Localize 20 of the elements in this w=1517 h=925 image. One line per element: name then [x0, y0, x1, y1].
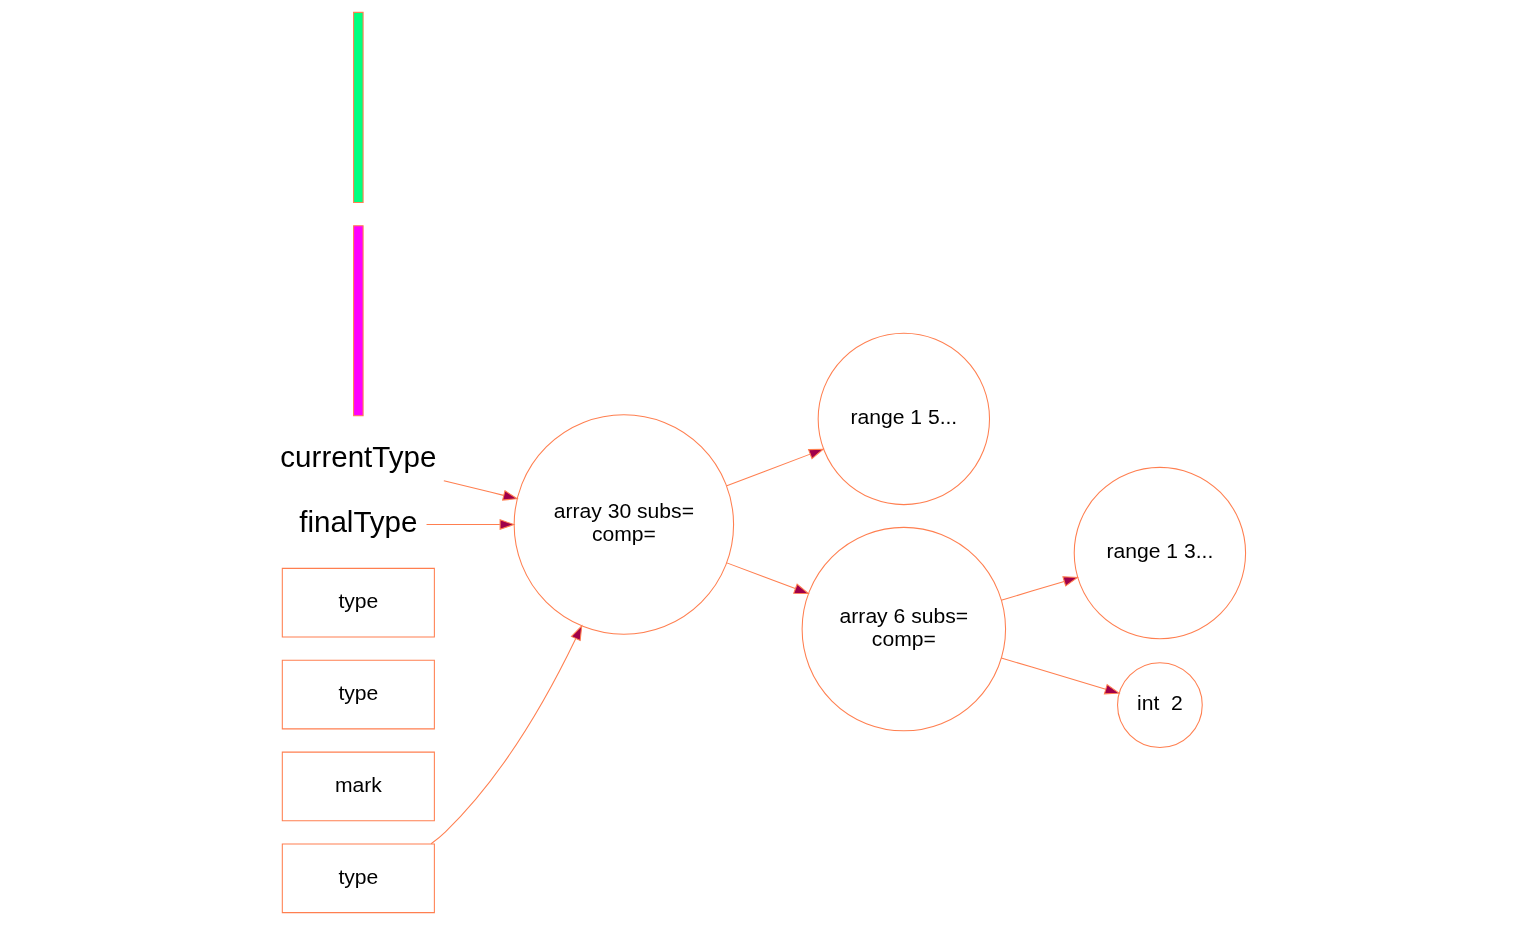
arrow — [726, 448, 825, 487]
node-text: finalType — [299, 504, 418, 538]
arrow — [430, 624, 583, 845]
node-circle: array 6 subs= comp= — [801, 526, 1007, 732]
node-bar — [353, 11, 364, 203]
node-circle: int 2 — [1117, 662, 1203, 748]
node-circle: range 1 5... — [817, 332, 991, 506]
arrow — [1000, 576, 1079, 601]
arrow — [426, 519, 516, 531]
arrow — [443, 480, 519, 501]
node-box: type — [281, 843, 435, 914]
arrow — [1000, 657, 1121, 695]
arrow — [726, 562, 810, 595]
node-box: type — [281, 659, 435, 730]
node-text: currentType — [280, 440, 437, 474]
node-bar — [353, 225, 364, 417]
node-circle: range 1 3... — [1073, 466, 1247, 640]
node-box: mark — [281, 751, 435, 822]
node-box: type — [281, 567, 435, 638]
node-circle: array 30 subs= comp= — [513, 414, 735, 635]
